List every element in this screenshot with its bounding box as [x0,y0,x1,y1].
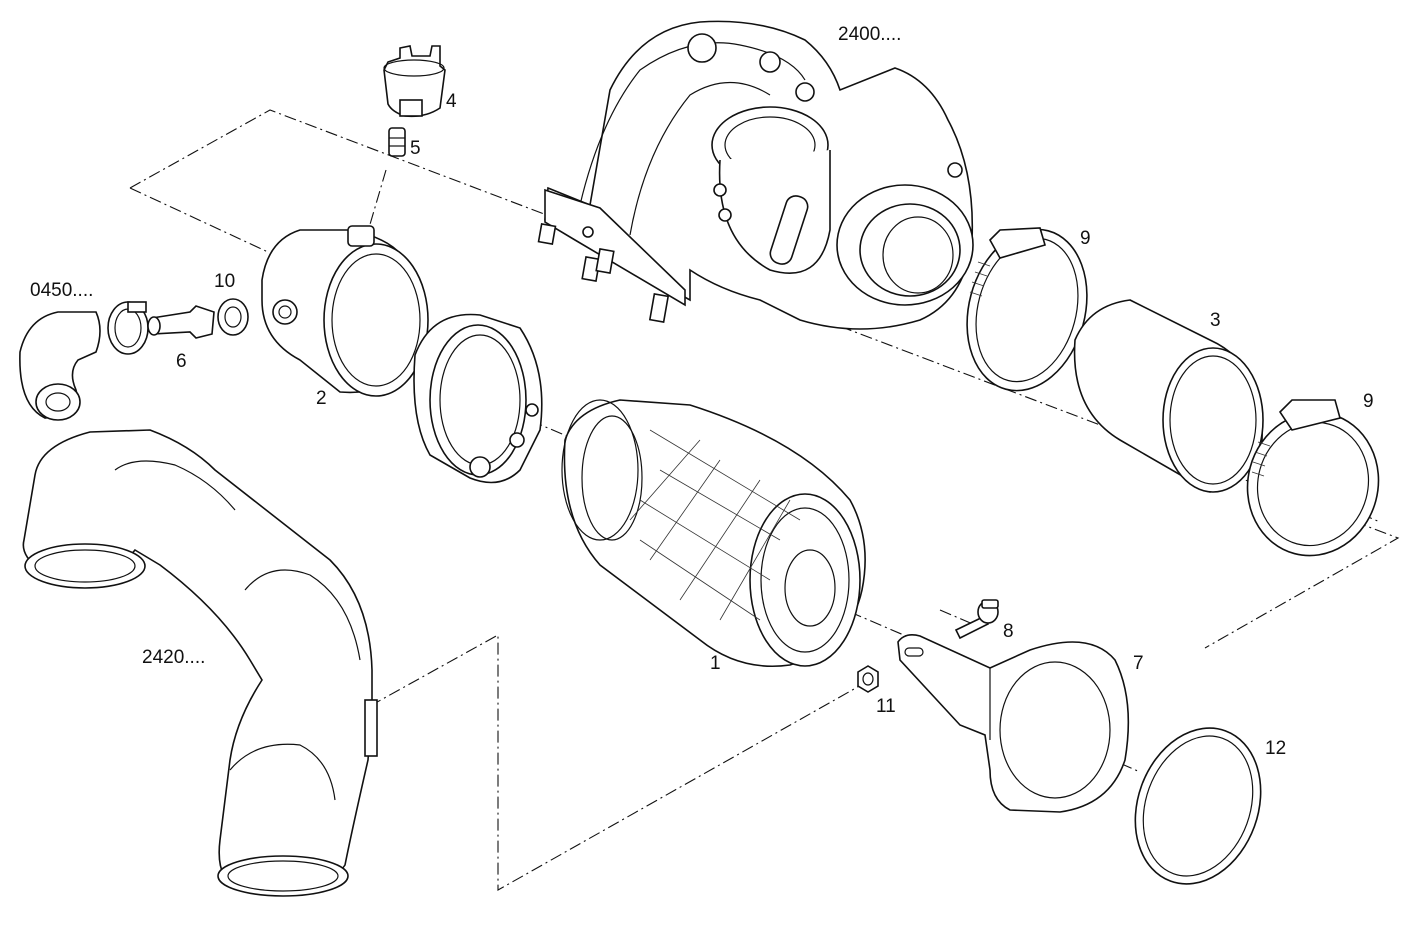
hose-clamp-upper [966,227,1088,392]
callout-8: 8 [1003,621,1014,642]
air-filter-element [561,399,866,668]
callout-5: 5 [410,138,421,159]
turbocharger [537,20,974,330]
hose-nipple [147,305,215,339]
hex-nut [857,665,879,693]
callout-1: 1 [710,653,721,674]
callout-7: 7 [1133,653,1144,674]
callout-2420: 2420.... [142,647,205,668]
filter-housing-outlet [261,225,429,397]
callout-10: 10 [214,271,235,292]
callout-6: 6 [176,351,187,372]
callout-9-lower: 9 [1363,391,1374,412]
intake-pipe [22,429,378,897]
clamp-band-bracket [413,313,543,484]
pressure-switch [383,45,446,118]
callout-2400: 2400.... [838,24,901,45]
callout-3: 3 [1210,310,1221,331]
hose-clamp-lower [1246,399,1380,557]
callout-11: 11 [876,696,896,717]
callout-2: 2 [316,388,327,409]
sealing-washer [217,298,249,336]
callout-labels: 2400.... 4 5 10 0450.... 6 2 9 3 9 8 242… [30,24,1374,759]
union-fitting [388,127,406,157]
rubber-hose-elbow [19,311,101,421]
hose-clip-small [107,301,149,355]
callout-9-upper: 9 [1080,228,1091,249]
flange-bolt [954,599,999,640]
mounting-bracket [897,634,1130,813]
callout-4: 4 [446,91,457,112]
callout-12: 12 [1265,738,1286,759]
rubber-sleeve [1073,299,1264,493]
callout-0450: 0450.... [30,280,93,301]
sealing-ring [1134,727,1262,885]
